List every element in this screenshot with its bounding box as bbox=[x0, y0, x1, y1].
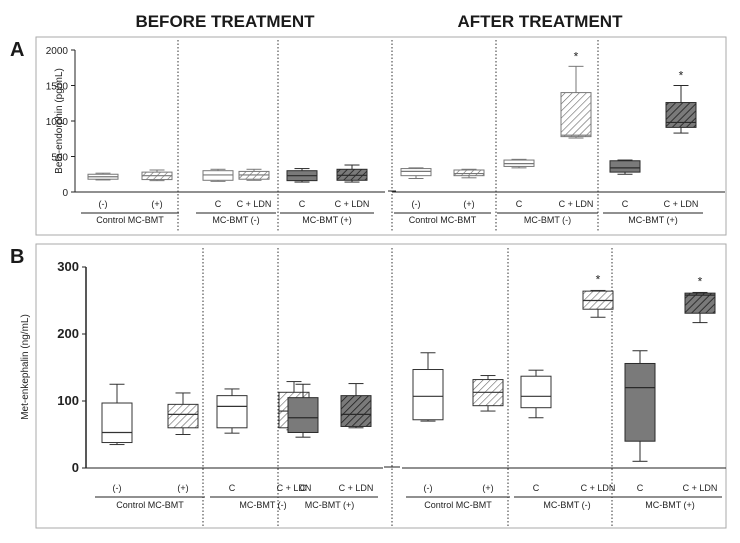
box-second bbox=[141, 169, 173, 182]
group-label: MC-BMT (-) bbox=[239, 500, 286, 510]
box-second bbox=[472, 375, 504, 412]
y-tick-label: 1500 bbox=[46, 82, 69, 93]
group-label: Control MC-BMT bbox=[409, 215, 477, 225]
box-iqr bbox=[287, 397, 319, 433]
group-label: Control MC-BMT bbox=[116, 500, 184, 510]
significance-star: * bbox=[596, 272, 601, 286]
header-after-treatment: AFTER TREATMENT bbox=[458, 12, 624, 31]
category-label: (+) bbox=[177, 483, 188, 493]
box-second bbox=[340, 383, 372, 429]
box-first bbox=[287, 383, 319, 438]
box-iqr bbox=[624, 362, 656, 442]
box-second bbox=[665, 85, 697, 134]
category-label: C + LDN bbox=[664, 199, 699, 209]
box-iqr bbox=[216, 395, 248, 429]
category-label: C bbox=[229, 483, 236, 493]
box-first bbox=[101, 383, 133, 446]
box-iqr bbox=[340, 395, 372, 427]
category-label: (+) bbox=[151, 199, 162, 209]
significance-star: * bbox=[679, 69, 684, 83]
category-label: C bbox=[215, 199, 222, 209]
group-label: MC-BMT (+) bbox=[302, 215, 352, 225]
box-second bbox=[684, 291, 716, 324]
category-label: C bbox=[622, 199, 629, 209]
y-tick-label: 300 bbox=[57, 259, 79, 274]
group-label: MC-BMT (+) bbox=[628, 215, 678, 225]
group-label: Control MC-BMT bbox=[424, 500, 492, 510]
y-axis-label: Beta-endorphin (pg/mL) bbox=[54, 68, 65, 174]
y-tick-label: 0 bbox=[62, 188, 68, 199]
category-label: C + LDN bbox=[581, 483, 616, 493]
box-iqr bbox=[684, 292, 716, 314]
group-label: MC-BMT (-) bbox=[543, 500, 590, 510]
group-label: MC-BMT (+) bbox=[645, 500, 695, 510]
category-label: (-) bbox=[113, 483, 122, 493]
significance-star: * bbox=[698, 274, 703, 288]
category-label: C bbox=[637, 483, 644, 493]
box-iqr bbox=[167, 403, 199, 429]
panel-a-frame bbox=[35, 36, 727, 236]
group-label: MC-BMT (+) bbox=[305, 500, 355, 510]
box-iqr bbox=[453, 169, 485, 177]
box-iqr bbox=[101, 402, 133, 444]
y-tick-label: 100 bbox=[57, 393, 79, 408]
box-iqr bbox=[400, 168, 432, 177]
group-label: MC-BMT (-) bbox=[524, 215, 571, 225]
y-tick-label: 0 bbox=[72, 460, 79, 475]
box-iqr bbox=[520, 375, 552, 409]
panel-b-label: B bbox=[10, 246, 24, 268]
box-first bbox=[624, 350, 656, 462]
box-first bbox=[202, 168, 234, 182]
box-iqr bbox=[609, 160, 641, 173]
category-label: C + LDN bbox=[237, 199, 272, 209]
box-first bbox=[87, 172, 119, 181]
y-tick-label: 2000 bbox=[46, 46, 69, 57]
box-first bbox=[609, 159, 641, 175]
box-second bbox=[336, 164, 368, 183]
box-iqr bbox=[560, 92, 592, 138]
box-first bbox=[520, 369, 552, 419]
significance-star: * bbox=[574, 49, 579, 63]
panel-b-frame bbox=[35, 243, 727, 529]
category-label: C bbox=[299, 199, 306, 209]
group-label: MC-BMT (-) bbox=[212, 215, 259, 225]
box-first bbox=[286, 168, 318, 183]
panel-a-label: A bbox=[10, 39, 24, 61]
box-iqr bbox=[412, 369, 444, 421]
category-label: C + LDN bbox=[559, 199, 594, 209]
category-label: (+) bbox=[463, 199, 474, 209]
box-first bbox=[400, 167, 432, 180]
box-first bbox=[216, 388, 248, 434]
box-iqr bbox=[665, 102, 697, 128]
box-first bbox=[412, 352, 444, 422]
box-first bbox=[503, 158, 535, 169]
y-tick-label: 1000 bbox=[46, 117, 69, 128]
header-before-treatment: BEFORE TREATMENT bbox=[135, 12, 315, 31]
box-second bbox=[582, 289, 614, 318]
category-label: C + LDN bbox=[277, 483, 312, 493]
category-label: C bbox=[516, 199, 523, 209]
category-label: C + LDN bbox=[339, 483, 374, 493]
box-second bbox=[238, 168, 270, 181]
category-label: (-) bbox=[99, 199, 108, 209]
box-second bbox=[560, 65, 592, 139]
y-tick-label: 200 bbox=[57, 326, 79, 341]
box-second bbox=[167, 392, 199, 435]
category-label: C + LDN bbox=[683, 483, 718, 493]
category-label: C + LDN bbox=[335, 199, 370, 209]
category-label: (-) bbox=[424, 483, 433, 493]
category-label: (-) bbox=[412, 199, 421, 209]
category-label: (+) bbox=[482, 483, 493, 493]
box-second bbox=[453, 168, 485, 179]
category-label: C bbox=[533, 483, 540, 493]
category-label: C bbox=[300, 483, 307, 493]
y-axis-label: Met-enkephalin (ng/mL) bbox=[20, 314, 31, 420]
group-label: Control MC-BMT bbox=[96, 215, 164, 225]
y-tick-label: 500 bbox=[51, 153, 68, 164]
